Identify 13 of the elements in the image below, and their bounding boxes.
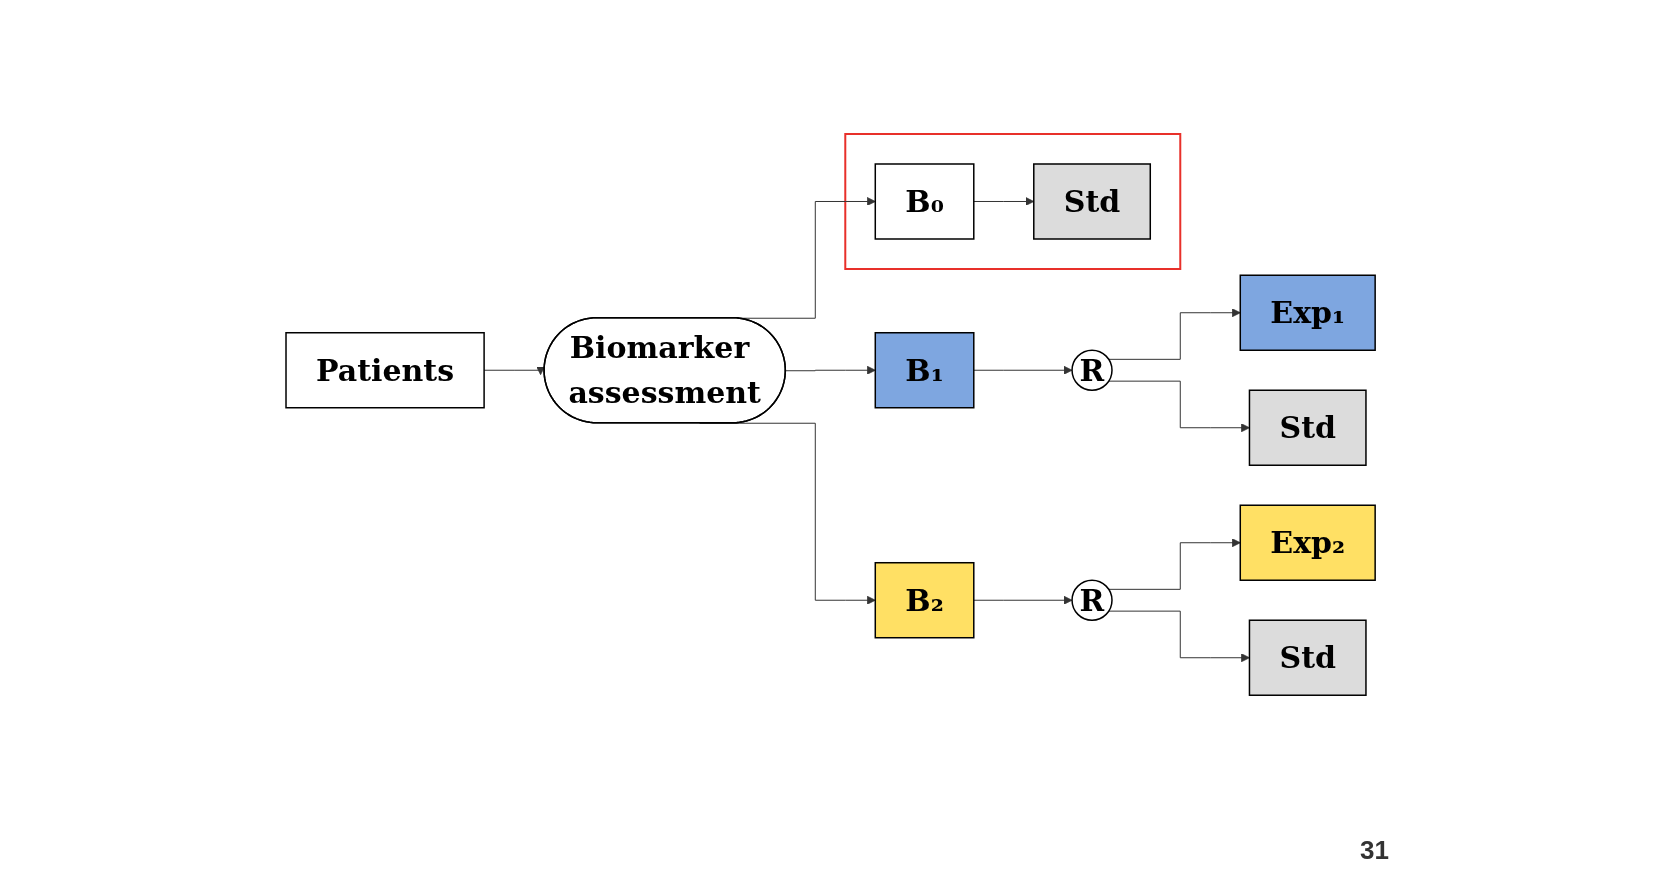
cluster: [844, 133, 1182, 271]
node-box: Std: [1033, 163, 1152, 241]
node-box: B₂: [874, 562, 975, 639]
node-box: B₀: [874, 163, 975, 241]
node-box: B₁: [874, 332, 975, 409]
node-box: Exp₂: [1239, 504, 1377, 582]
node-box: Exp₁: [1239, 274, 1377, 352]
node-circle: R: [1071, 579, 1114, 622]
node-box: Std: [1249, 619, 1368, 697]
page-number: 31: [1360, 835, 1389, 865]
node-box: Patients: [285, 332, 486, 409]
node-circle: R: [1071, 349, 1114, 392]
node-box: Std: [1249, 389, 1368, 467]
